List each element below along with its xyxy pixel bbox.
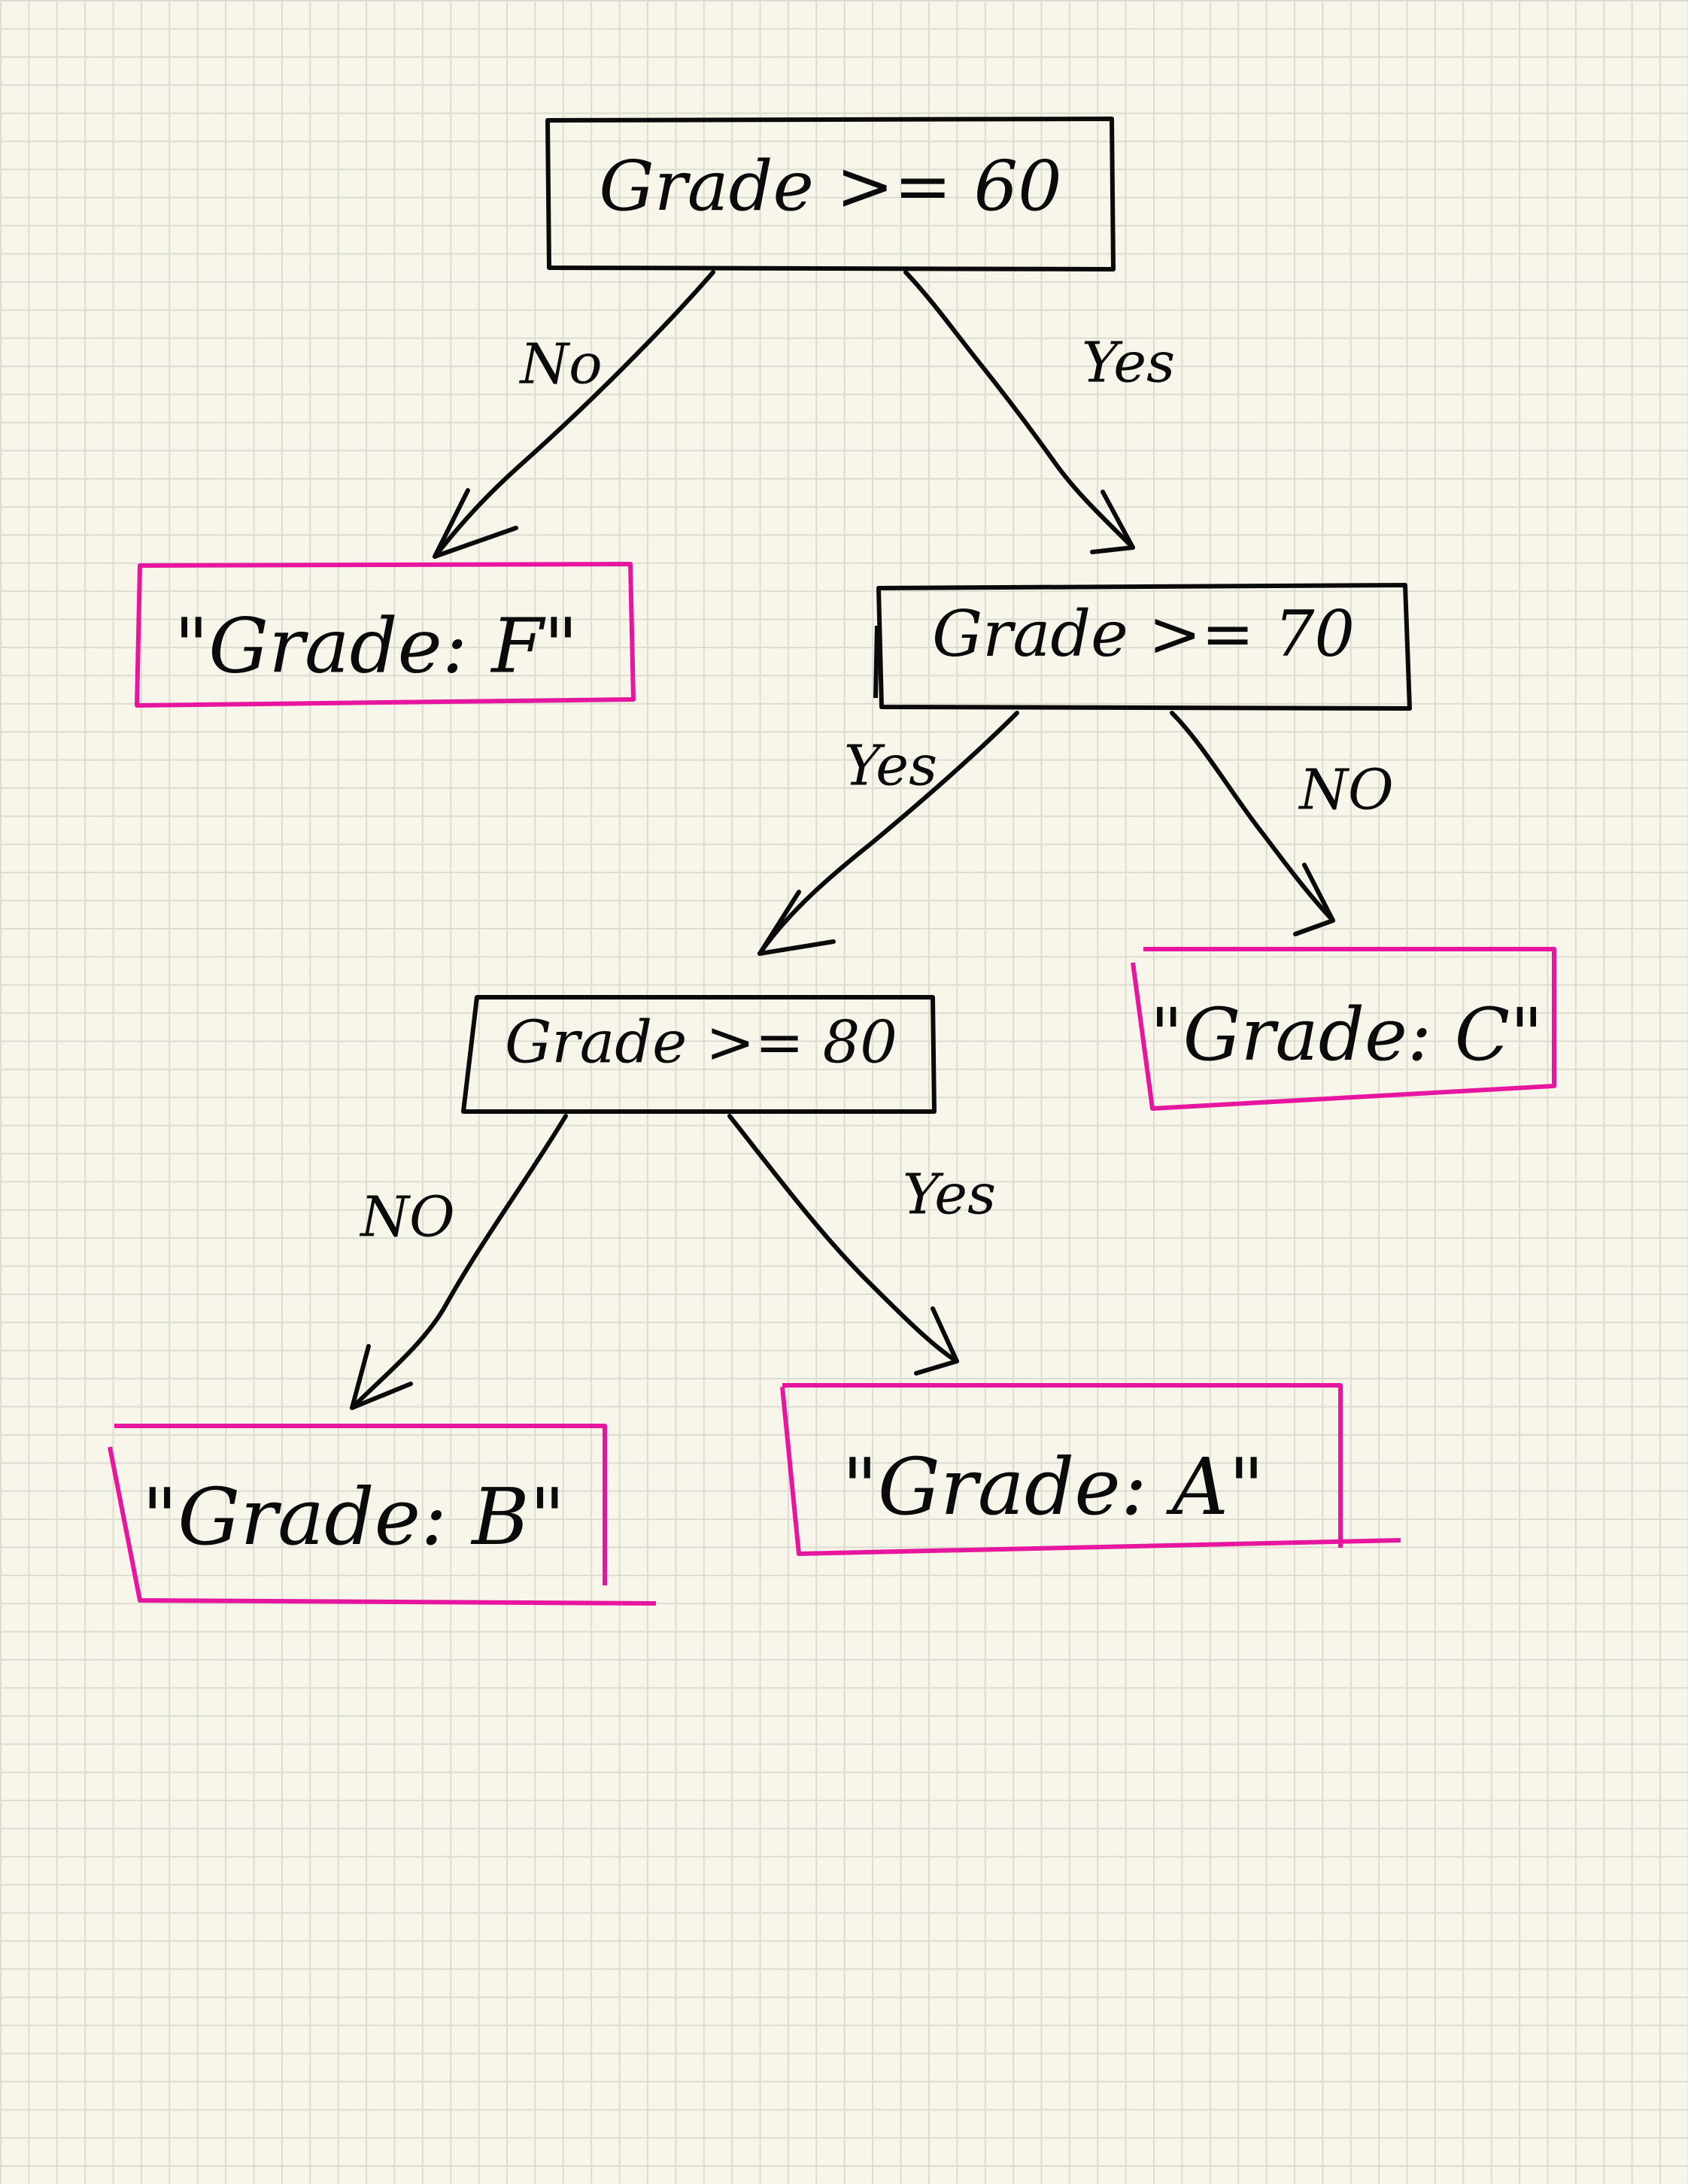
edge-root-to-f: No xyxy=(433,270,715,559)
edge-70-yes-label: Yes xyxy=(844,733,937,798)
edge-70-to-c: NO xyxy=(1170,711,1394,936)
node-root: Grade >= 60 xyxy=(545,117,1116,271)
edge-80-to-a: Yes xyxy=(727,1114,996,1376)
leaf-grade-a: "Grade: A" xyxy=(780,1383,1401,1556)
leaf-grade-b-label: "Grade: B" xyxy=(141,1471,565,1563)
leaf-grade-a-label: "Grade: A" xyxy=(842,1441,1264,1533)
edge-80-no-label: NO xyxy=(359,1185,454,1249)
edge-80-to-b: NO xyxy=(350,1114,568,1410)
edge-root-no-label: No xyxy=(518,332,602,396)
edge-70-to-80: Yes xyxy=(757,711,1019,956)
node-check-70-label: Grade >= 70 xyxy=(932,597,1355,671)
node-check-80-label: Grade >= 80 xyxy=(505,1009,897,1077)
leaf-grade-c: "Grade: C" xyxy=(1131,947,1556,1111)
edge-80-yes-label: Yes xyxy=(903,1162,996,1227)
edge-70-no-label: NO xyxy=(1298,757,1393,822)
edge-root-to-70: Yes xyxy=(903,270,1175,554)
leaf-grade-b: "Grade: B" xyxy=(108,1424,657,1606)
edge-root-yes-label: Yes xyxy=(1082,330,1175,395)
leaf-grade-f-label: "Grade: F" xyxy=(174,602,578,690)
leaf-grade-f: "Grade: F" xyxy=(135,562,636,708)
leaf-grade-c-label: "Grade: C" xyxy=(1150,993,1544,1077)
node-check-80: Grade >= 80 xyxy=(461,995,937,1114)
node-check-70: Grade >= 70 xyxy=(873,583,1412,711)
node-root-label: Grade >= 60 xyxy=(599,146,1061,226)
